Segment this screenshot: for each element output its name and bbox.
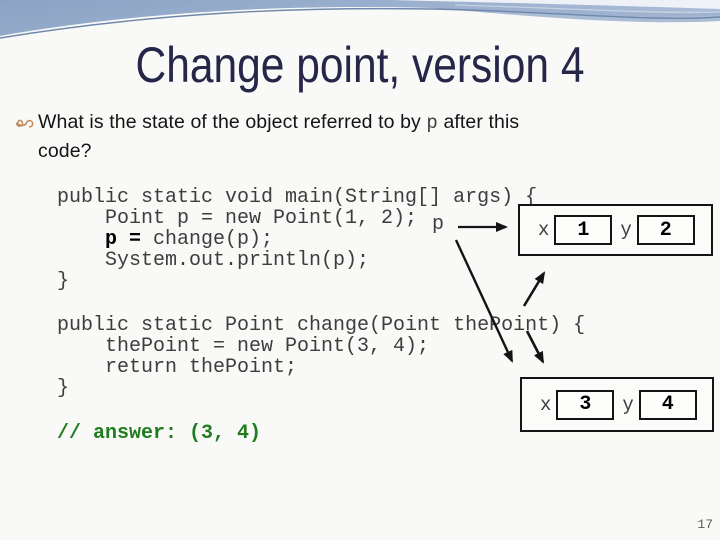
code-line: public static Point change(Point thePoin… <box>57 314 586 337</box>
field-x-label: x <box>538 219 550 241</box>
answer-comment: // answer: (3, 4) <box>57 422 262 445</box>
bullet-swirl-icon <box>15 119 34 128</box>
field-x-value-box: 1 <box>554 215 613 245</box>
bullet-text-line1: What is the state of the object referred… <box>38 111 520 134</box>
code-line: thePoint = new Point(3, 4); <box>57 335 430 358</box>
field-y-value-box: 4 <box>638 389 697 420</box>
code-line: Point p = new Point(1, 2); <box>57 207 418 230</box>
code-bold-segment: p = <box>57 228 142 251</box>
point-object-1: x 1 y 2 <box>518 204 713 256</box>
bullet-text-line2: code? <box>38 140 92 162</box>
point-object-2: x 3 y 4 <box>520 377 714 432</box>
code-line: System.out.println(p); <box>57 249 370 272</box>
code-line: public static void main(String[] args) { <box>57 186 538 209</box>
code-block-main: public static void main(String[] args) {… <box>57 187 537 292</box>
code-line: p = change(p); <box>57 228 274 251</box>
bullet-item: What is the state of the object referred… <box>13 108 693 165</box>
field-y-value-box: 2 <box>636 215 695 245</box>
inline-code-p: p <box>426 112 438 134</box>
field-x-label: x <box>540 393 552 416</box>
code-block-change: public static Point change(Point thePoin… <box>57 315 585 399</box>
field-y-label: y <box>622 393 634 416</box>
page-number: 17 <box>697 517 713 532</box>
code-line: } <box>57 270 70 293</box>
pointer-p-label: p <box>432 213 445 236</box>
slide-title: Change point, version 4 <box>135 37 585 93</box>
code-line: } <box>57 377 70 400</box>
banner-wave-graphic <box>0 0 720 46</box>
bullet-text: What is the state of the object referred… <box>38 108 519 165</box>
code-line: return thePoint; <box>57 356 298 379</box>
field-x-value-box: 3 <box>556 389 615 420</box>
field-y-label: y <box>620 219 632 241</box>
